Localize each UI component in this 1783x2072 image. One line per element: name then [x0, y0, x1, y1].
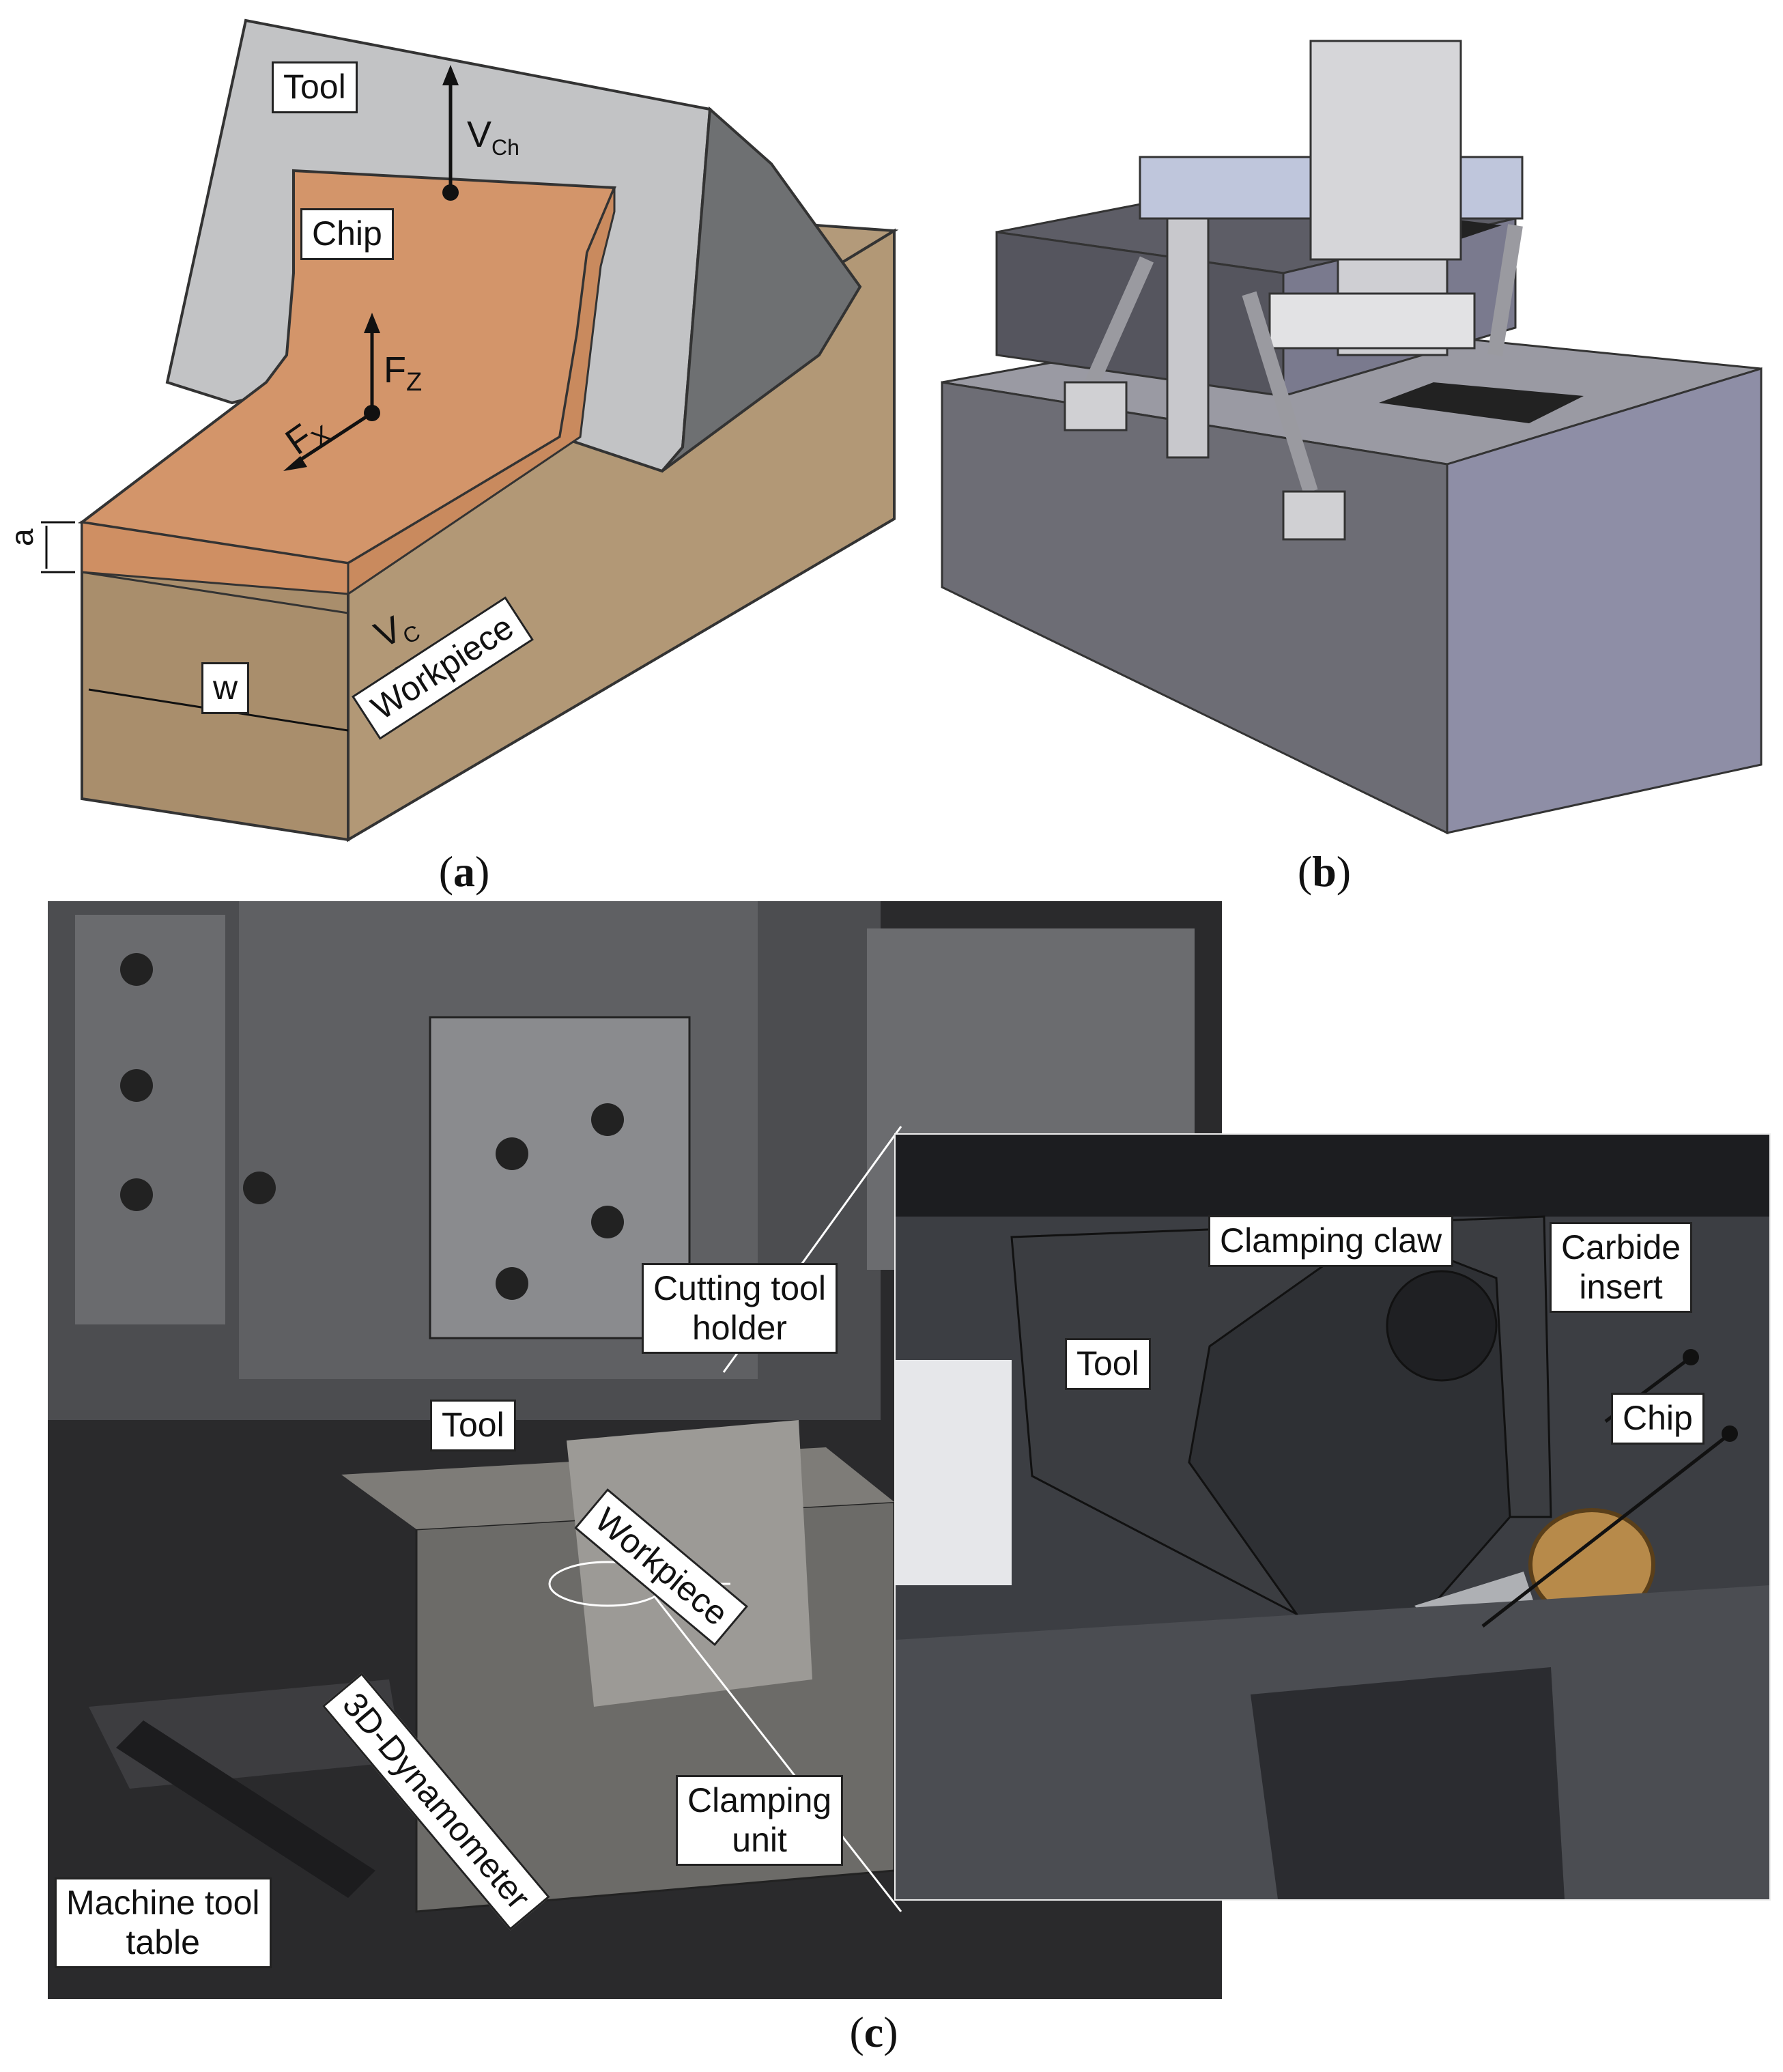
- gantry-column: [1166, 210, 1210, 459]
- caption-c: (c): [849, 2008, 898, 2056]
- depth-label: a: [4, 528, 40, 546]
- vch-label: VCh: [467, 114, 519, 160]
- tool-side: [661, 106, 862, 472]
- panel-a-cutting-diagram: VCh FZ FX VC a Tool Chip w Workpiece: [0, 0, 915, 860]
- label-inset-tool: Tool: [1065, 1338, 1151, 1390]
- width-label: w: [201, 662, 250, 714]
- tool-label: Tool: [272, 61, 358, 113]
- caption-a: (a): [438, 847, 490, 896]
- fz-label: FZ: [384, 350, 422, 397]
- label-clamping-unit: Clamping unit: [676, 1775, 844, 1866]
- panel-b-machine-render: [928, 0, 1783, 847]
- spindle-head: [1309, 40, 1462, 261]
- label-inset-carbide-insert: Carbide insert: [1550, 1222, 1693, 1313]
- caption-b: (b): [1297, 847, 1352, 896]
- label-tool: Tool: [430, 1400, 516, 1451]
- label-inset-chip: Chip: [1611, 1393, 1704, 1445]
- label-cutting-tool-holder: Cutting tool holder: [642, 1263, 838, 1354]
- machine-base-side: [1446, 367, 1763, 834]
- chip-front: [81, 521, 350, 595]
- label-inset-clamping-claw: Clamping claw: [1208, 1215, 1454, 1267]
- panel-c-photo: Cutting tool holder Tool Workpiece 3D-Dy…: [48, 901, 1771, 1999]
- chip-label: Chip: [300, 208, 394, 260]
- label-machine-tool-table: Machine tool table: [55, 1877, 272, 1968]
